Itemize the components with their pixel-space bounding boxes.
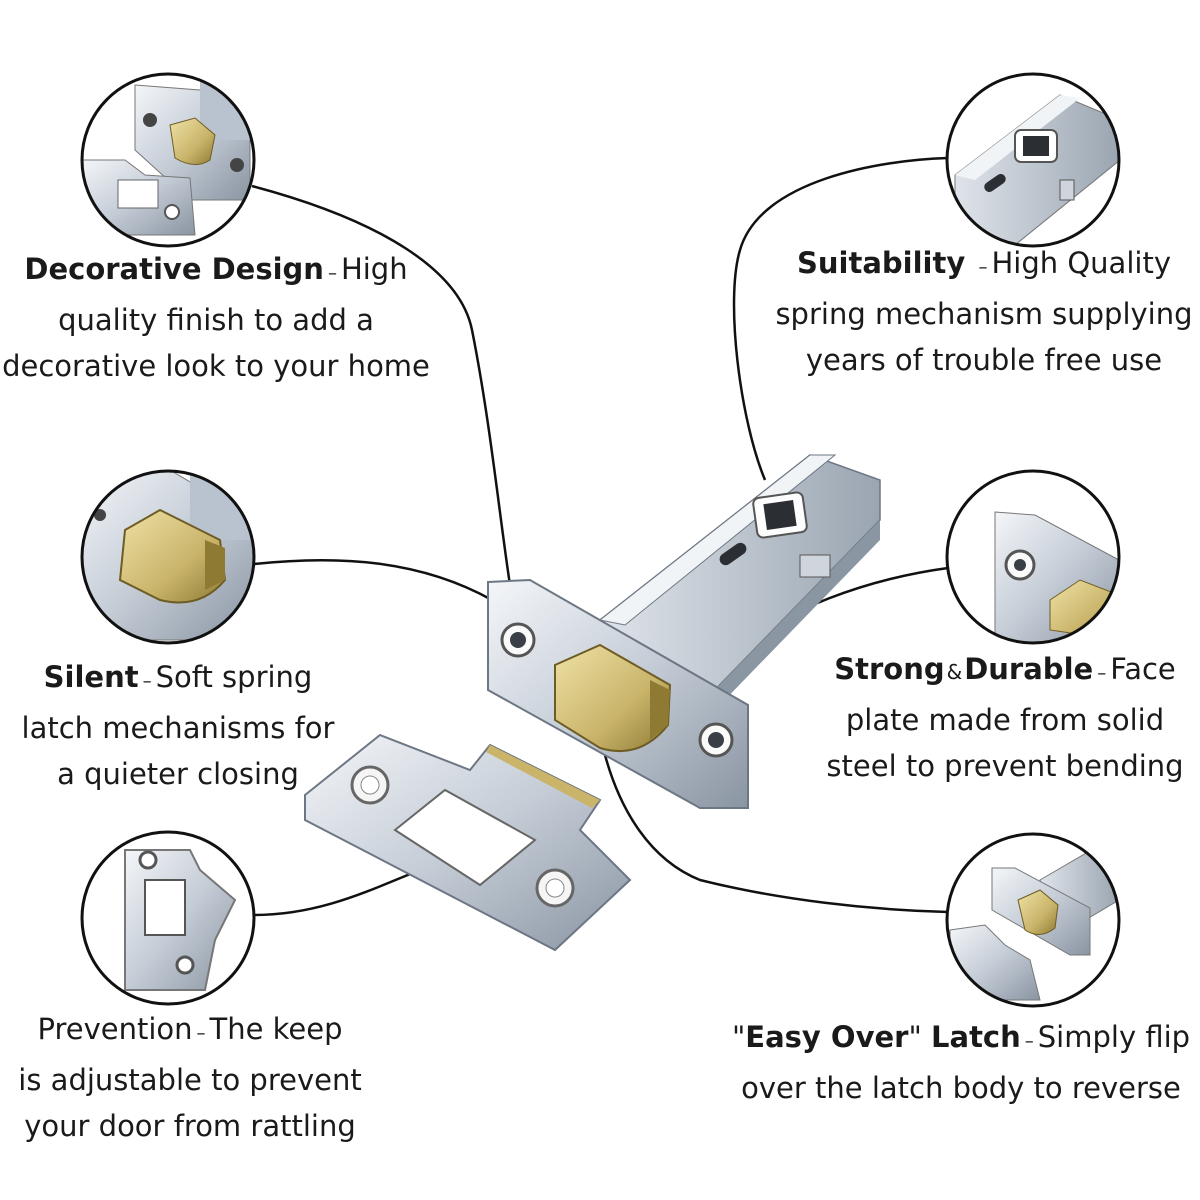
detail-circle-easy-over bbox=[945, 832, 1121, 1008]
latch-main bbox=[487, 454, 881, 809]
detail-circle-prevention bbox=[80, 830, 256, 1006]
caption-decorative-design: Decorative Design–High quality finish to… bbox=[2, 252, 430, 383]
caption-silent: Silent–Soft spring latch mechanisms for … bbox=[21, 660, 335, 791]
detail-circle-suitability bbox=[945, 72, 1121, 248]
feature-title: Prevention bbox=[37, 1012, 193, 1046]
caption-suitability: Suitability –High Quality spring mechani… bbox=[775, 246, 1193, 377]
feature-title: Suitability bbox=[797, 246, 966, 280]
caption-prevention: Prevention–The keep is adjustable to pre… bbox=[18, 1012, 362, 1143]
feature-title: Strong bbox=[834, 652, 945, 686]
detail-circle-strong bbox=[945, 469, 1121, 645]
caption-strong-durable: Strong&Durable–Face plate made from soli… bbox=[826, 652, 1184, 783]
detail-circle-silent bbox=[80, 469, 256, 645]
connector-lines bbox=[251, 156, 949, 917]
feature-title: Silent bbox=[43, 660, 139, 694]
strike-plate bbox=[304, 733, 632, 952]
detail-circle-decorative bbox=[80, 72, 256, 248]
feature-title: Decorative Design bbox=[24, 252, 324, 286]
feature-title: Easy Over bbox=[745, 1020, 909, 1054]
caption-easy-over-latch: "Easy Over" Latch–Simply flip over the l… bbox=[731, 1020, 1191, 1105]
